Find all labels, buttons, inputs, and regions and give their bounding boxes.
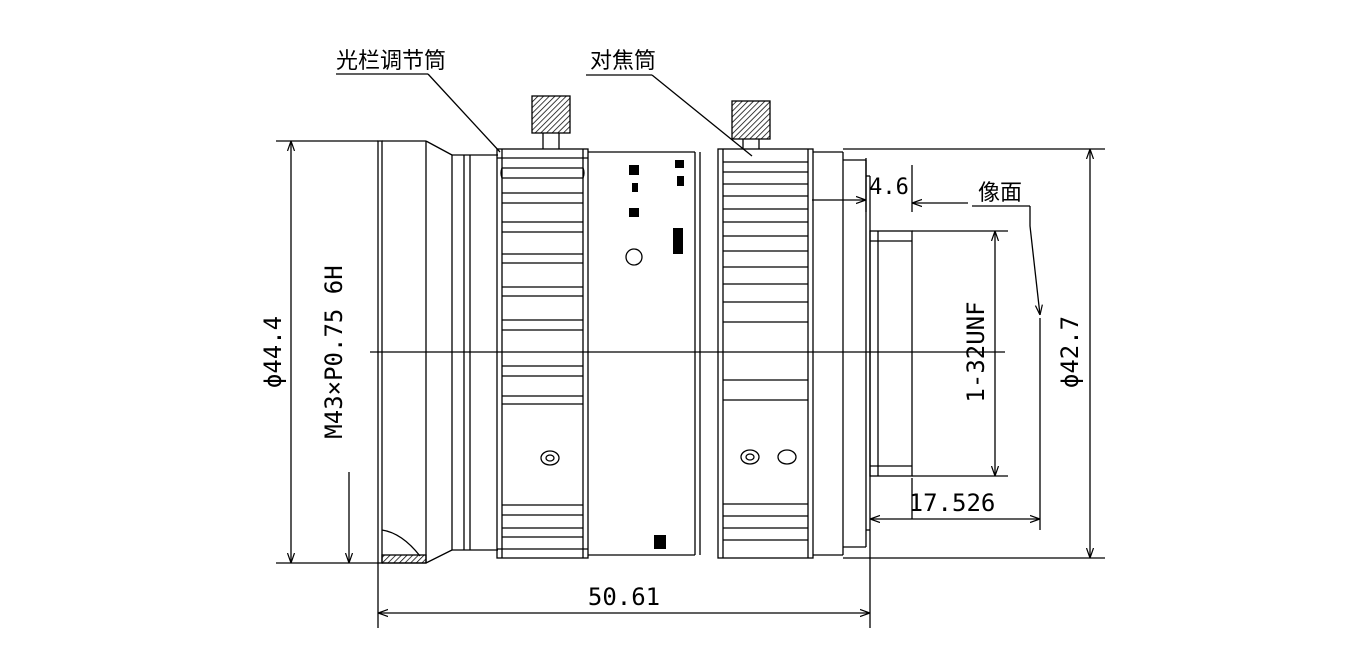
flange-distance-dim (870, 318, 1041, 530)
front-hood (377, 140, 498, 564)
rear-mount (843, 159, 913, 548)
aperture-screw-hole (540, 450, 560, 466)
aperture-scale-marks (629, 165, 666, 549)
focus-ring-grooves (723, 161, 808, 541)
mount-thread-dim (912, 230, 1008, 477)
front-diameter-dim (276, 140, 378, 564)
image-plane-label: 像面 (978, 181, 1022, 206)
total-length-dim (377, 530, 871, 628)
flange-distance-value: 17.526 (909, 489, 996, 517)
leader-lines (336, 73, 1040, 315)
aperture-ring-grooves (500, 167, 585, 538)
focus-screw-hole-2 (777, 449, 797, 465)
mount-thread-value: 1-32UNF (962, 301, 990, 402)
aperture-ring-label: 光栏调节筒 (336, 49, 446, 74)
front-diameter-value: ϕ44.4 (259, 316, 287, 388)
aperture-ring (496, 148, 589, 559)
index-dot (625, 248, 643, 266)
total-length-value: 50.61 (588, 583, 660, 611)
rear-diameter-value: ϕ42.7 (1056, 316, 1084, 388)
focus-scale-marks (673, 160, 684, 254)
hood-section-hatch (381, 554, 427, 564)
focus-lock-screw (731, 100, 771, 149)
focus-screw-hole-1 (740, 449, 760, 465)
focus-ring-label: 对焦筒 (590, 49, 656, 74)
rear-diameter-dim (843, 148, 1105, 559)
mount-offset-dim (812, 158, 968, 212)
c-mount-thread (869, 230, 913, 477)
scale-barrel (588, 151, 701, 556)
front-thread-value: M43×P0.75 6H (320, 265, 348, 438)
mount-offset-value: 4.6 (869, 175, 909, 200)
aperture-lock-screw (531, 95, 571, 149)
focus-ring (717, 148, 844, 559)
